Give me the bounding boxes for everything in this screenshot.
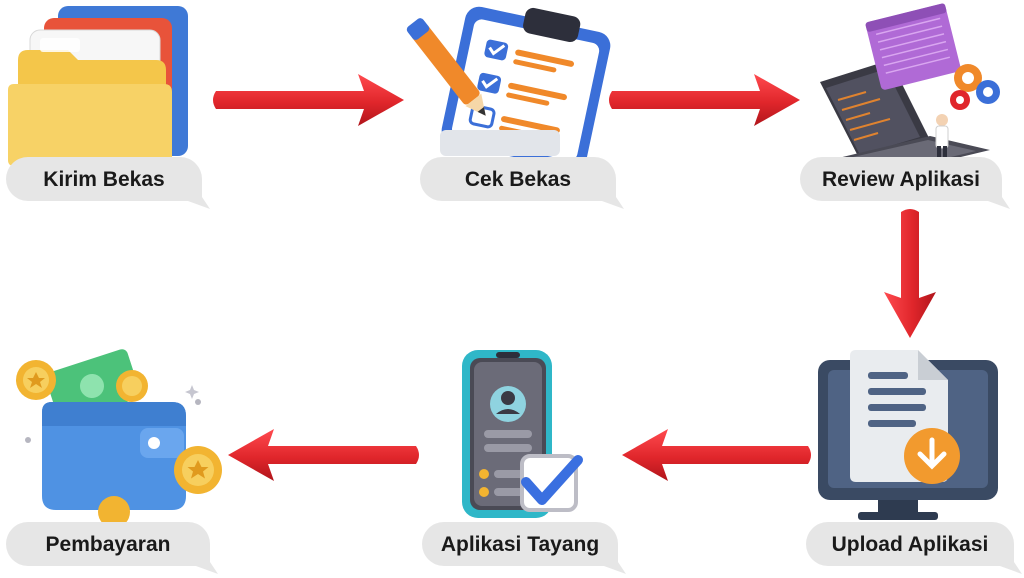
- step-label-text: Review Aplikasi: [822, 168, 980, 191]
- flow-arrow-kirim-bekas-to-cek-bekas: [213, 74, 404, 126]
- step-label-text: Cek Bekas: [464, 168, 572, 191]
- step-label-upload-aplikasi: Upload Aplikasi: [806, 522, 1022, 574]
- monitor-upload-document-icon: [818, 350, 998, 520]
- step-label-review-aplikasi: Review Aplikasi: [800, 157, 1010, 209]
- clipboard-checklist-icon: [406, 6, 611, 170]
- flow-arrow-upload-aplikasi-to-aplikasi-tayang: [622, 429, 811, 481]
- label-bubble: [6, 522, 218, 574]
- arrow-shape: [884, 209, 936, 338]
- step-label-pembayaran: Pembayaran: [6, 522, 218, 574]
- smartphone-check-icon: [462, 350, 583, 518]
- flow-arrow-review-aplikasi-to-upload-aplikasi: [884, 209, 936, 338]
- arrow-shape: [228, 429, 419, 481]
- folders-icon: [8, 6, 188, 166]
- wallet-coins-icon: [16, 349, 222, 528]
- label-bubble: [6, 157, 210, 209]
- laptop-code-review-icon: [820, 3, 1000, 174]
- arrow-shape: [622, 429, 811, 481]
- label-bubble: [420, 157, 624, 209]
- flow-arrow-aplikasi-tayang-to-pembayaran: [228, 429, 419, 481]
- step-label-text: Upload Aplikasi: [831, 533, 989, 556]
- flow-arrows: [213, 74, 936, 481]
- step-label-kirim-bekas: Kirim Bekas: [6, 157, 210, 209]
- label-bubble: [422, 522, 626, 574]
- step-label-text: Aplikasi Tayang: [440, 533, 600, 556]
- arrow-shape: [609, 74, 800, 126]
- step-label-text: Kirim Bekas: [43, 168, 165, 191]
- flow-arrow-cek-bekas-to-review-aplikasi: [609, 74, 800, 126]
- arrow-shape: [213, 74, 404, 126]
- step-label-aplikasi-tayang: Aplikasi Tayang: [422, 522, 626, 574]
- step-label-text: Pembayaran: [45, 533, 171, 556]
- step-label-cek-bekas: Cek Bekas: [420, 157, 624, 209]
- label-bubble: [800, 157, 1010, 209]
- label-bubble: [806, 522, 1022, 574]
